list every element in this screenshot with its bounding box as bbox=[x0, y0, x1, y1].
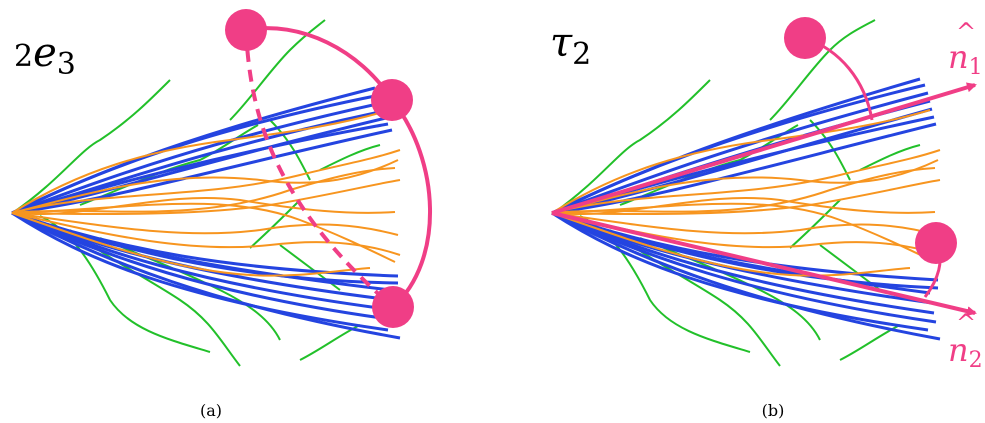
axis-n2-hat: ^ bbox=[956, 309, 976, 337]
arc-right-to-bottom bbox=[390, 98, 432, 309]
axis-n1-text: n1 bbox=[948, 38, 983, 80]
connection-arcs-a bbox=[244, 26, 432, 309]
panel-b: τ2 ^ n1 ^ n2 (b) bbox=[550, 17, 983, 420]
jet-axis-right bbox=[371, 79, 413, 121]
dashed-link bbox=[244, 29, 395, 309]
panel-a-label: 2e3 bbox=[14, 30, 76, 82]
axis-n1-arrow bbox=[551, 82, 977, 215]
axis-n1-hat: ^ bbox=[956, 18, 976, 46]
caption-a: (a) bbox=[200, 401, 222, 420]
panel-b-label: τ2 bbox=[550, 20, 591, 72]
marker-bottom bbox=[915, 222, 957, 264]
jet-axis-top bbox=[225, 9, 267, 51]
axis-n2-arrow bbox=[551, 211, 977, 317]
jet-axis-bottom bbox=[372, 286, 414, 328]
orange-particles-a bbox=[11, 109, 401, 277]
axis-n2-text: n2 bbox=[948, 331, 983, 373]
jet-axis-arrows bbox=[551, 82, 977, 317]
jet-axes-a bbox=[225, 9, 414, 328]
particle-markers-b bbox=[784, 17, 957, 264]
axis-n2-label: ^ n2 bbox=[948, 309, 983, 373]
caption-b: (b) bbox=[762, 401, 785, 420]
panel-a: 2e3 (a) bbox=[11, 9, 432, 420]
marker-top bbox=[784, 17, 826, 59]
axis-n1-label: ^ n1 bbox=[948, 18, 983, 80]
